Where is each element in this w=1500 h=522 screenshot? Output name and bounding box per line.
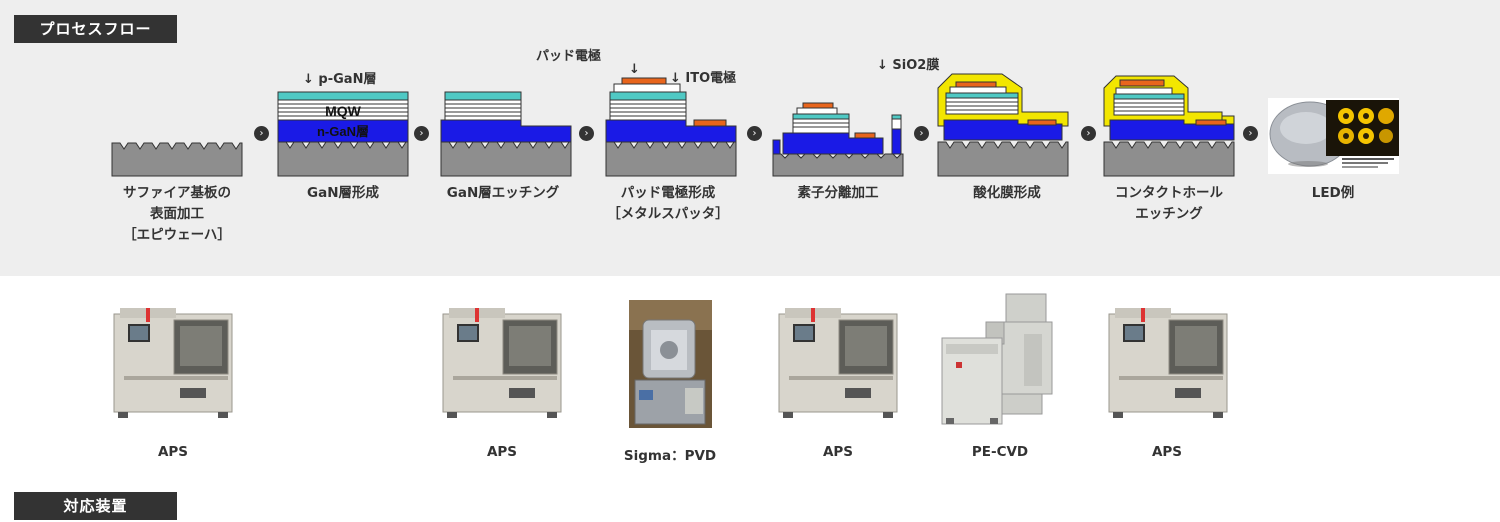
step-4-caption: パッド電極形成 ［メタルスパッタ］: [607, 185, 729, 222]
equipment-label-6: APS: [1151, 444, 1183, 460]
sapphire-substrate: [440, 141, 572, 177]
p-gan-layer: [609, 91, 687, 101]
pad-electrode-arrow: ↓: [629, 62, 640, 77]
step-2-caption: GaN層形成: [307, 185, 379, 201]
p-gan-annotation: ↓ p-GaN層: [303, 72, 377, 87]
step-1-caption: サファイア基板の 表面加工 ［エピウェーハ］: [123, 185, 231, 243]
equipment-title: 対応装置: [14, 492, 177, 520]
cvd-machine-icon: [941, 293, 1053, 425]
equipment-label-5: PE-CVD: [971, 444, 1029, 460]
step-5-diagram: [772, 102, 904, 177]
led-example-image: [1268, 98, 1399, 174]
step-3-caption: GaN層エッチング: [446, 185, 560, 201]
left-fragment: [772, 139, 781, 155]
pad-electrode: [621, 77, 667, 85]
step-arrow-1: ›: [254, 126, 269, 141]
p-gan-layer: [945, 92, 1019, 99]
ito-electrode: [1115, 87, 1173, 95]
step-5-caption: 素子分離加工: [797, 185, 879, 201]
step-3-diagram: [440, 91, 572, 177]
mqw-label: MQW: [325, 103, 362, 119]
n-pad-electrode: [854, 132, 876, 139]
pad-electrode: [955, 81, 997, 88]
pad-electrode: [1119, 79, 1165, 87]
equipment-label-2: APS: [486, 444, 518, 460]
step-arrow-2: ›: [414, 126, 429, 141]
mqw-layer: [444, 99, 522, 121]
equipment-label-4: APS: [822, 444, 854, 460]
n-pad-electrode: [693, 119, 727, 127]
step-7-caption: コンタクトホール エッチング: [1115, 185, 1223, 222]
step-arrow-6: ›: [1081, 126, 1096, 141]
p-gan-layer: [1113, 93, 1185, 100]
pvd-chamber-icon: [629, 300, 712, 428]
step-4-diagram: [605, 77, 737, 177]
aps-machine-icon: [113, 308, 233, 418]
step-8-caption: LED例: [1311, 185, 1355, 201]
sapphire-substrate: [772, 153, 904, 177]
pad-electrode: [802, 102, 834, 109]
step-7-diagram: [1103, 75, 1235, 177]
step-6-diagram: [937, 73, 1069, 177]
aps-machine-icon: [442, 308, 562, 418]
sapphire-substrate: [111, 142, 243, 177]
ito-electrode: [796, 107, 838, 115]
sapphire-substrate: [605, 141, 737, 177]
step-arrow-4: ›: [747, 126, 762, 141]
mqw-layer: [609, 99, 687, 121]
n-gan-label: n-GaN層: [317, 124, 369, 139]
equipment-label-3: Sigma：PVD: [623, 448, 717, 464]
ito-electrode: [613, 83, 681, 93]
process-flow-title: プロセスフロー: [14, 15, 177, 43]
pad-electrode-annotation: パッド電極: [536, 49, 602, 64]
step-6-caption: 酸化膜形成: [973, 185, 1041, 201]
n-pad-electrode: [1027, 119, 1057, 126]
sapphire-substrate: [937, 141, 1069, 177]
sapphire-substrate: [277, 141, 409, 177]
mqw-layer: [792, 118, 850, 134]
step-arrow-7: ›: [1243, 126, 1258, 141]
p-gan-layer: [277, 91, 409, 101]
aps-machine-icon: [778, 308, 898, 418]
p-gan-layer: [444, 91, 522, 101]
aps-machine-icon: [1108, 308, 1228, 418]
ito-electrode-annotation: ↓ ITO電極: [670, 71, 737, 86]
step-arrow-3: ›: [579, 126, 594, 141]
step-2-diagram: MQW n-GaN層: [277, 91, 409, 177]
equipment-label-1: APS: [157, 444, 189, 460]
right-fragment-stack: [891, 114, 902, 120]
sapphire-substrate: [1103, 141, 1235, 177]
ito-electrode: [949, 86, 1007, 94]
p-gan-layer: [792, 113, 850, 120]
n-pad-electrode: [1195, 119, 1227, 126]
step-1-diagram: [111, 142, 243, 177]
n-gan-layer: [440, 119, 572, 143]
sio2-annotation: ↓ SiO2膜: [877, 58, 940, 73]
step-arrow-5: ›: [914, 126, 929, 141]
